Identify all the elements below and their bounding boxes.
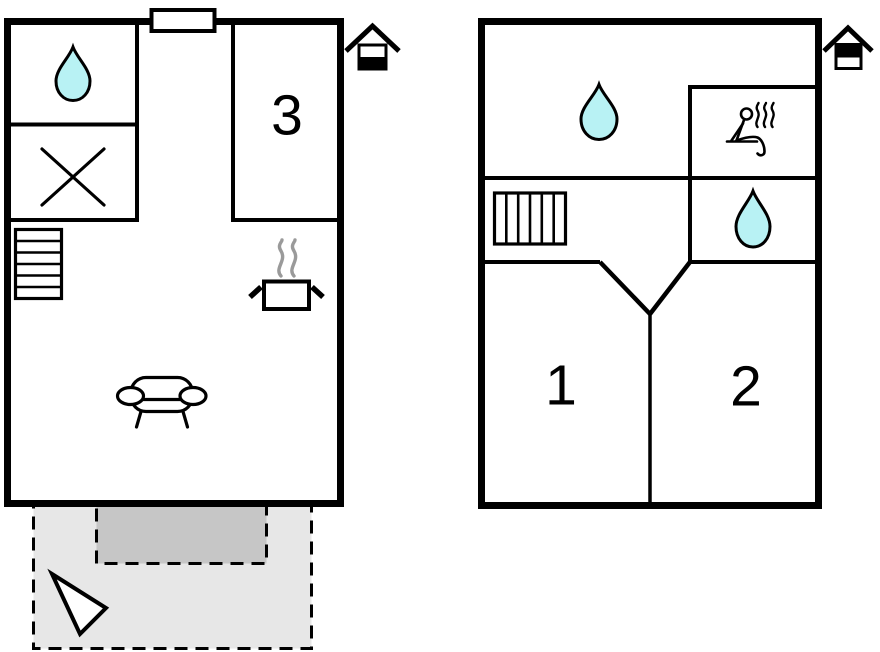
terrace-area — [32, 503, 313, 650]
stairs-icon — [492, 191, 568, 246]
sofa-armrest-right — [178, 385, 208, 407]
room-label-1: 1 — [545, 353, 577, 418]
pot-body — [262, 279, 311, 311]
north-arrow-icon — [47, 568, 110, 638]
ground-floor-plan — [4, 8, 401, 507]
entrance-block — [149, 8, 217, 33]
house-level-upper-black-band — [835, 44, 862, 58]
pot-steam-right — [290, 238, 298, 278]
wall-diagonal-right — [648, 260, 692, 316]
upper-floor-plan — [478, 18, 874, 509]
sofa-leg-left — [134, 409, 143, 429]
house-roof — [822, 24, 874, 53]
x-fixture-icon — [40, 147, 106, 207]
house-level-ground-icon — [344, 22, 401, 71]
water-drop-icon — [579, 80, 619, 142]
sofa-leg-right — [181, 409, 190, 429]
sofa-icon — [115, 375, 208, 429]
stairs-icon — [13, 227, 64, 301]
water-drop-icon — [734, 186, 772, 249]
sauna-person-icon — [725, 101, 775, 157]
terrace-step-outline — [95, 503, 268, 565]
room-label-2: 2 — [730, 354, 762, 419]
sauna-person-arm — [730, 122, 745, 142]
pot-handle-left — [248, 284, 263, 300]
pot-steam-left — [277, 238, 285, 278]
pot-handle-right — [310, 284, 325, 300]
house-roof — [344, 22, 401, 53]
house-level-upper-icon — [822, 24, 874, 70]
sauna-person-leg — [735, 135, 766, 157]
water-drop-icon — [54, 42, 92, 103]
room-label-3: 3 — [271, 83, 303, 148]
house-level-ground-black-band — [358, 57, 387, 70]
stove-pot-steam-icon — [248, 238, 325, 311]
sauna-person-head — [739, 107, 754, 121]
wall-diagonal-left — [598, 260, 652, 316]
sofa-armrest-left — [115, 385, 146, 407]
